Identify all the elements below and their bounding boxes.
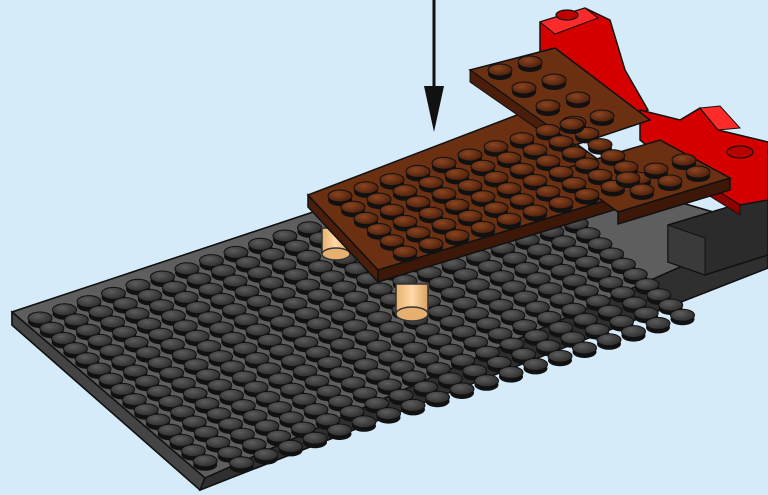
baseplate-stud [573, 342, 597, 358]
tan-support-right [396, 284, 428, 321]
baseplate-stud [597, 334, 621, 350]
brown-plate-stud [549, 197, 573, 213]
baseplate-stud [548, 350, 572, 366]
brown-plate-stud [445, 230, 469, 246]
baseplate-stud [377, 408, 401, 424]
baseplate-stud [328, 424, 352, 440]
brown-plate-stud [471, 221, 495, 237]
baseplate-stud [671, 309, 695, 325]
brown-plate-stud [393, 246, 417, 262]
brown-plate-stud [542, 74, 566, 90]
baseplate-stud [646, 317, 670, 333]
baseplate-stud [401, 399, 425, 415]
baseplate-stud [193, 455, 217, 471]
brown-plate-stud [419, 238, 443, 254]
brown-plate-stud [512, 82, 536, 98]
brown-plate-stud [590, 110, 614, 126]
down-arrow-icon [424, 0, 444, 132]
baseplate-stud [499, 367, 523, 383]
brown-plate-stud [658, 175, 682, 191]
baseplate-stud [450, 383, 474, 399]
baseplate-stud [230, 457, 254, 473]
baseplate-stud [303, 432, 327, 448]
brown-plate-stud [523, 205, 547, 221]
brown-plate-stud [630, 184, 654, 200]
brown-plate-stud [575, 189, 599, 205]
brown-plate-stud [497, 213, 521, 229]
brown-plate-stud [566, 92, 590, 108]
baseplate-stud [622, 326, 646, 342]
brown-plate-stud [488, 64, 512, 80]
brown-plate-stud [518, 56, 542, 72]
baseplate-stud [254, 449, 278, 465]
baseplate-stud [279, 440, 303, 456]
brown-plate-stud [686, 166, 710, 182]
baseplate-stud [475, 375, 499, 391]
baseplate-stud [352, 416, 376, 432]
brown-plate-stud [560, 118, 584, 134]
baseplate-stud [426, 391, 450, 407]
baseplate-stud [524, 358, 548, 374]
brown-plate-stud [536, 100, 560, 116]
